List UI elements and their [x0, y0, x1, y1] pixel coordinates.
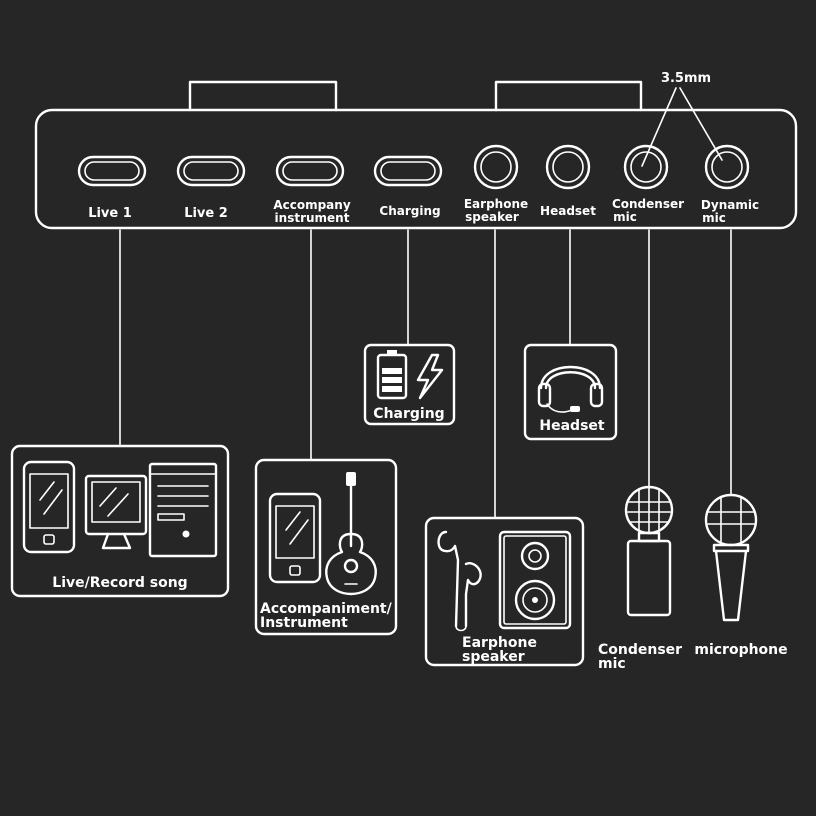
- port-label: Condenser: [612, 197, 684, 211]
- port-dynamic: Dynamic mic: [701, 144, 759, 225]
- guitar-icon: [325, 472, 377, 596]
- box-caption: Accompaniment/: [260, 601, 393, 617]
- port-label: mic: [702, 211, 726, 225]
- earphone-speaker-box: Earphone speaker: [424, 516, 585, 667]
- port-accompany: Accompany instrument: [273, 155, 351, 225]
- smartphone-icon: [22, 460, 76, 554]
- port-earphone: Earphone speaker: [464, 144, 528, 224]
- earphones-icon: [437, 530, 482, 632]
- port-live2: Live 2: [176, 155, 246, 221]
- computer-icon: [84, 462, 218, 558]
- port-label: mic: [613, 210, 637, 224]
- port-label: instrument: [275, 211, 350, 225]
- port-label: Earphone: [464, 197, 528, 211]
- port-condenser: Condenser mic: [612, 144, 684, 224]
- port-label: Headset: [540, 204, 596, 218]
- box-caption: Live/Record song: [52, 575, 187, 591]
- box-caption: Earphone: [462, 635, 537, 651]
- box-caption: speaker: [462, 649, 525, 665]
- knob-right: [494, 80, 643, 112]
- port-label: Charging: [379, 204, 440, 218]
- condenser-mic-caption: mic: [598, 656, 626, 672]
- port-charging: Charging: [373, 155, 443, 218]
- jack-size-label: 3.5mm: [661, 71, 711, 86]
- port-label: speaker: [465, 210, 519, 224]
- device-body: [34, 108, 798, 230]
- dynamic-mic-icon: [704, 493, 758, 622]
- smartphone-icon: [268, 492, 322, 584]
- dynamic-mic-caption: microphone: [694, 642, 787, 658]
- jack-pointer-left: [641, 87, 677, 167]
- port-label: Live 1: [88, 206, 132, 221]
- lightning-icon: [416, 353, 444, 400]
- box-caption: Instrument: [260, 615, 348, 631]
- accompaniment-box: Accompaniment/ Instrument: [254, 458, 398, 636]
- port-label: Live 2: [184, 206, 228, 221]
- port-label: Accompany: [273, 198, 350, 212]
- box-caption: Charging: [373, 406, 444, 422]
- knob-left: [188, 80, 338, 112]
- headset-icon: [537, 365, 604, 413]
- live-record-box: Live/Record song: [10, 444, 230, 598]
- charging-box: Charging: [363, 343, 456, 426]
- condenser-mic-caption: Condenser: [598, 642, 682, 658]
- condenser-mic-icon: [624, 485, 674, 617]
- jack-pointer-right: [679, 87, 723, 161]
- port-headset: Headset: [540, 144, 596, 218]
- port-label: Dynamic: [701, 198, 759, 212]
- box-caption: Headset: [539, 418, 605, 434]
- port-live1: Live 1: [77, 155, 147, 221]
- battery-icon: [376, 350, 408, 400]
- headset-box: Headset: [523, 343, 618, 441]
- speaker-icon: [498, 530, 572, 630]
